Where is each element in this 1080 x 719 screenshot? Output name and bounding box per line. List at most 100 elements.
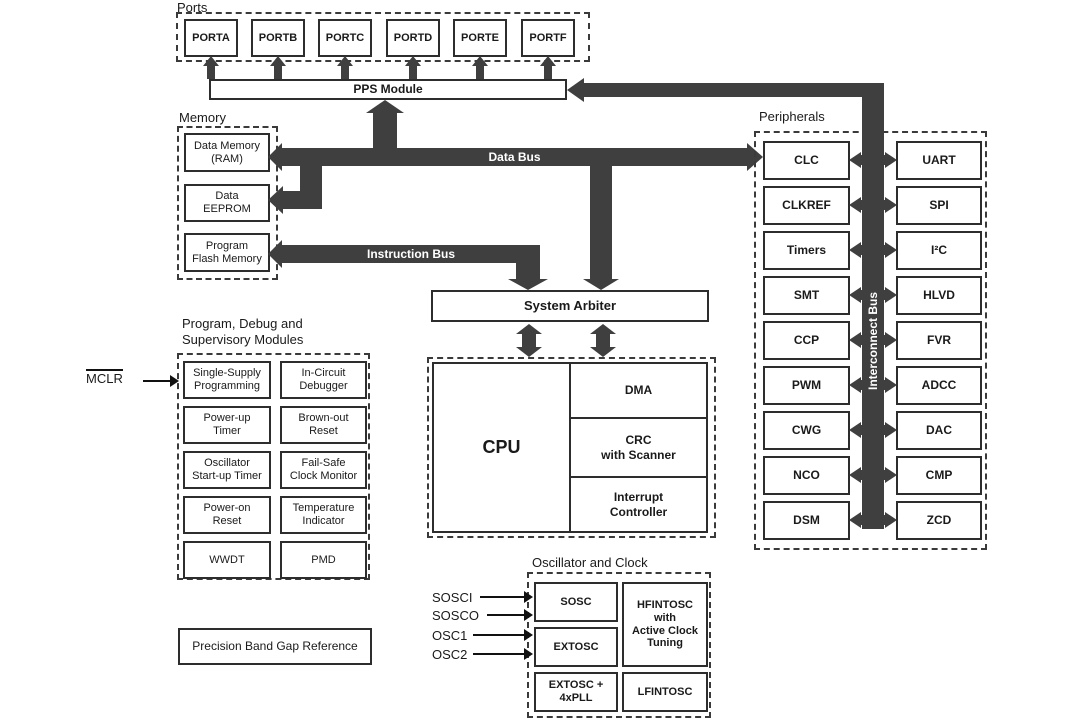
precision-band-gap-reference-box: Precision Band Gap Reference bbox=[178, 628, 372, 665]
port-box-portc: PORTC bbox=[318, 19, 372, 57]
dsm-box: DSM bbox=[763, 501, 850, 540]
instruction-bus-flash-arrow-head bbox=[268, 240, 282, 268]
zcd-box: ZCD bbox=[896, 501, 982, 540]
spi-box: SPI bbox=[896, 186, 982, 225]
arbiter-core-arrow2-down-head bbox=[590, 347, 616, 357]
uart-box: UART bbox=[896, 141, 982, 180]
databus-to-arbiter-arrow-head bbox=[583, 279, 619, 290]
databus-to-arbiter-stem bbox=[590, 166, 612, 279]
in-circuit-debugger-box: In-Circuit Debugger bbox=[280, 361, 367, 399]
port-box-portb: PORTB bbox=[251, 19, 305, 57]
osc2-pin-label: OSC2 bbox=[432, 647, 468, 662]
sosci-pin-label: SOSCI bbox=[432, 590, 473, 605]
sosco-arrow-line bbox=[487, 614, 524, 616]
data-bus-bar: Data Bus bbox=[282, 148, 747, 166]
data-eeprom-box: Data EEPROM bbox=[184, 184, 270, 222]
mclr-arrow-head bbox=[170, 375, 179, 387]
clc-box: CLC bbox=[763, 141, 850, 180]
arbiter-core-arrow1-up-head bbox=[516, 324, 542, 334]
arbiter-core-arrow2-stem bbox=[596, 333, 610, 348]
ports-section-label: Ports bbox=[177, 0, 208, 15]
wwdt-box: WWDT bbox=[183, 541, 271, 579]
crc-with-scanner-box: CRC with Scanner bbox=[569, 417, 708, 478]
interconnect-row5-left-head bbox=[849, 332, 861, 348]
osc1-arrow-line bbox=[473, 634, 524, 636]
interconnect-row4-left-head bbox=[849, 287, 861, 303]
dma-box: DMA bbox=[569, 362, 708, 419]
interconnect-row3-left-head bbox=[849, 242, 861, 258]
port-box-porta: PORTA bbox=[184, 19, 238, 57]
interconnect-row6-right-head bbox=[885, 377, 897, 393]
peripherals-section-label: Peripherals bbox=[759, 109, 825, 124]
sosc-box: SOSC bbox=[534, 582, 618, 622]
ccp-box: CCP bbox=[763, 321, 850, 360]
pmd-box: PMD bbox=[280, 541, 367, 579]
port-box-portd: PORTD bbox=[386, 19, 440, 57]
databus-to-pps-arrow-stem bbox=[373, 112, 397, 150]
interconnect-row2-stem bbox=[860, 200, 886, 210]
data-memory-ram-box: Data Memory (RAM) bbox=[184, 133, 270, 172]
fvr-box: FVR bbox=[896, 321, 982, 360]
port-box-portf: PORTF bbox=[521, 19, 575, 57]
ports-group-outline bbox=[176, 12, 590, 62]
interconnect-row9-right-head bbox=[885, 512, 897, 528]
hlvd-box: HLVD bbox=[896, 276, 982, 315]
extosc-box: EXTOSC bbox=[534, 627, 618, 667]
oscillator-group-outline bbox=[527, 572, 711, 718]
arbiter-core-arrow2-up-head bbox=[590, 324, 616, 334]
cwg-box: CWG bbox=[763, 411, 850, 450]
interconnect-row9-stem bbox=[860, 515, 886, 525]
data-bus-ram-arrow-head bbox=[268, 143, 282, 171]
debug-section-label: Program, Debug and Supervisory Modules bbox=[182, 316, 304, 348]
interconnect-row5-right-head bbox=[885, 332, 897, 348]
pps-to-portd-arrow-stem bbox=[409, 65, 417, 79]
interconnect-row1-right-head bbox=[885, 152, 897, 168]
interconnect-row7-stem bbox=[860, 425, 886, 435]
interconnect-row2-left-head bbox=[849, 197, 861, 213]
arbiter-core-arrow1-down-head bbox=[516, 347, 542, 357]
interconnect-row4-stem bbox=[860, 290, 886, 300]
interconnect-row2-right-head bbox=[885, 197, 897, 213]
pps-to-porte-arrow-stem bbox=[476, 65, 484, 79]
power-on-reset-box: Power-on Reset bbox=[183, 496, 271, 534]
pps-to-portb-arrow-head bbox=[270, 56, 286, 66]
adcc-box: ADCC bbox=[896, 366, 982, 405]
brown-out-reset-box: Brown-out Reset bbox=[280, 406, 367, 444]
instruction-bus-down-stem bbox=[516, 263, 540, 279]
pps-to-portf-arrow-stem bbox=[544, 65, 552, 79]
interconnect-row8-left-head bbox=[849, 467, 861, 483]
eeprom-branch-stem bbox=[300, 166, 322, 209]
pwm-box: PWM bbox=[763, 366, 850, 405]
mclr-pin-label: MCLR bbox=[86, 369, 123, 386]
mclr-arrow-line bbox=[143, 380, 170, 382]
interrupt-controller-box: Interrupt Controller bbox=[569, 476, 708, 533]
smt-box: SMT bbox=[763, 276, 850, 315]
osc2-arrow-line bbox=[473, 653, 524, 655]
pps-to-portb-arrow-stem bbox=[274, 65, 282, 79]
sosco-pin-label: SOSCO bbox=[432, 608, 479, 623]
interconnect-row7-right-head bbox=[885, 422, 897, 438]
interconnect-row3-right-head bbox=[885, 242, 897, 258]
interconnect-row6-stem bbox=[860, 380, 886, 390]
power-up-timer-box: Power-up Timer bbox=[183, 406, 271, 444]
eeprom-branch-bar bbox=[283, 191, 301, 209]
mclr-pin-text: MCLR bbox=[86, 369, 123, 386]
temperature-indicator-box: Temperature Indicator bbox=[280, 496, 367, 534]
osc1-arrow-head bbox=[524, 629, 533, 641]
pps-to-portd-arrow-head bbox=[405, 56, 421, 66]
interconnect-row3-stem bbox=[860, 245, 886, 255]
nco-box: NCO bbox=[763, 456, 850, 495]
pps-module-box: PPS Module bbox=[209, 79, 567, 100]
pps-to-porte-arrow-head bbox=[472, 56, 488, 66]
debug-group-outline bbox=[177, 353, 370, 580]
pps-to-porta-arrow-head bbox=[203, 56, 219, 66]
interconnect-row5-stem bbox=[860, 335, 886, 345]
interconnect-row8-stem bbox=[860, 470, 886, 480]
interconnect-row9-left-head bbox=[849, 512, 861, 528]
instruction-bus-arbiter-arrow-head bbox=[508, 279, 548, 290]
osc1-pin-label: OSC1 bbox=[432, 628, 468, 643]
cmp-box: CMP bbox=[896, 456, 982, 495]
single-supply-programming-box: Single-Supply Programming bbox=[183, 361, 271, 399]
osc2-arrow-head bbox=[524, 648, 533, 660]
clkref-box: CLKREF bbox=[763, 186, 850, 225]
